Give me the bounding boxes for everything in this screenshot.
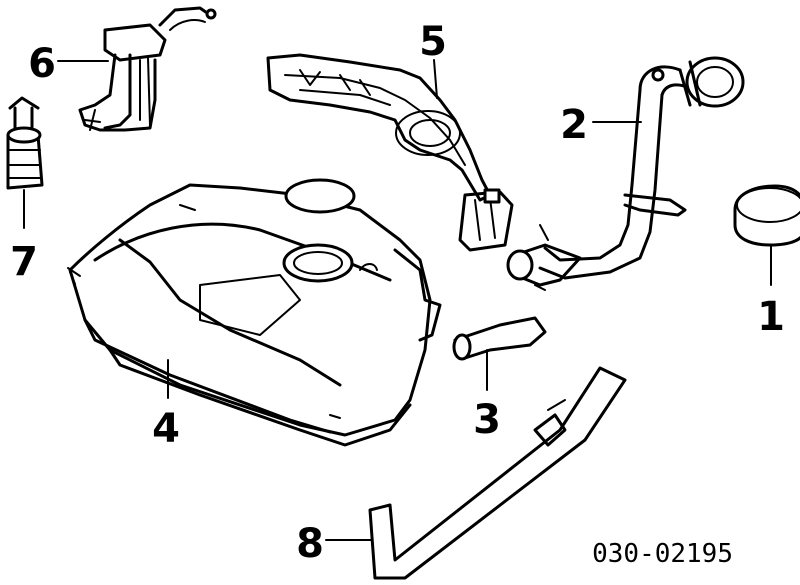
callout-1: 1 — [757, 294, 785, 340]
tank-bracket — [266, 53, 514, 252]
fuel-sender — [78, 6, 217, 132]
leader-lines — [23, 59, 772, 541]
fuel-tank — [67, 178, 442, 447]
leader-5 — [433, 59, 438, 99]
vent-tube — [368, 366, 627, 580]
filler-cap — [733, 184, 800, 247]
hose — [452, 316, 547, 361]
callout-8: 8 — [296, 521, 324, 567]
callout-2: 2 — [560, 102, 588, 148]
part-number-label: 030-02195 — [592, 539, 733, 569]
callout-3: 3 — [473, 397, 501, 443]
filler-neck — [506, 56, 745, 291]
callout-7: 7 — [10, 239, 38, 285]
callout-5: 5 — [419, 19, 447, 65]
fuel-pump — [6, 96, 44, 190]
callout-4: 4 — [152, 406, 180, 452]
callout-6: 6 — [28, 41, 56, 87]
